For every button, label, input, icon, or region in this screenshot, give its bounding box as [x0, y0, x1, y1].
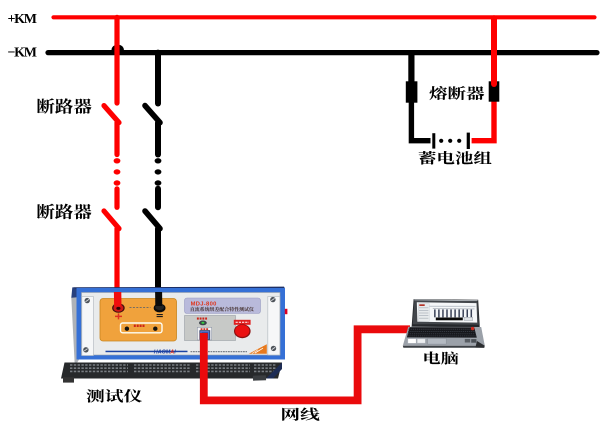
svg-text:HAOMAI: HAOMAI — [154, 350, 176, 356]
svg-text:+KM: +KM — [8, 12, 37, 27]
svg-text:MDJ-800: MDJ-800 — [191, 302, 217, 308]
svg-text:−KM: −KM — [8, 45, 37, 60]
